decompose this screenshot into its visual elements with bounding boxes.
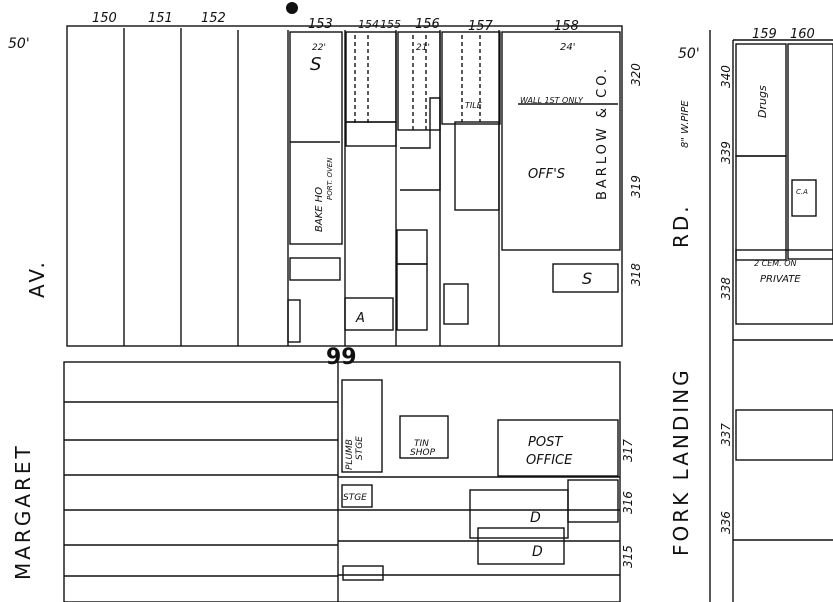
d-mark: D [530,510,541,526]
street-width-right: 50' [678,46,700,62]
plumbing-label: PLUMB [345,439,355,470]
dimension-22: 22' [312,43,326,53]
dimension-21: 21' [416,43,430,53]
lot-154: 154 [358,18,379,31]
block-number: 99 [326,345,357,370]
address-336: 336 [719,511,733,534]
street-fork-landing: FORK LANDING [669,367,693,556]
lot-155: 155 [380,18,401,31]
lot-153: 153 [308,17,333,32]
address-320: 320 [629,63,643,86]
barlow-label: BARLOW & CO. [595,66,610,200]
a-mark: A [355,311,365,326]
s-mark: S [310,54,321,75]
lot-159: 159 [752,27,777,42]
upper-buildings [287,31,621,343]
upper-block [66,25,623,347]
water-pipe-label: 8" W.PIPE [680,100,691,148]
storage-label-1: STGE [355,436,365,460]
lot-150: 150 [92,11,117,26]
tin-shop-label-2: SHOP [410,448,436,458]
street-margaret: MARGARET [11,443,35,580]
post-office-label-2: OFFICE [526,453,573,468]
lot-151: 151 [148,11,173,26]
street-rd: RD. [669,203,693,248]
storage-label-2: STGE [343,493,367,503]
lower-block [63,361,621,602]
oven-label: PORT. OVEN [326,157,334,200]
address-339: 339 [719,141,733,164]
drugs-label: Drugs [756,85,769,118]
address-338: 338 [719,277,733,300]
private-label: PRIVATE [760,274,801,285]
offices-label: OFF'S [528,167,565,182]
lot-156: 156 [415,17,440,32]
bake-house-label: BAKE HO [314,187,325,232]
tile-note: TILE [465,101,483,110]
address-337: 337 [719,423,733,446]
lot-157: 157 [468,19,494,34]
cement-label: 2 CEM. ON [754,259,797,268]
dimension-24: 24' [560,42,575,53]
address-319: 319 [629,175,643,198]
tin-shop-label-1: TIN [414,439,429,449]
street-width-left: 50' [8,36,30,52]
fire-alarm-marker [286,2,298,14]
wall-note: WALL 1ST ONLY [520,96,584,105]
lot-152: 152 [201,11,226,26]
width-labels: 50' 50' [8,36,700,62]
address-317: 317 [621,439,635,462]
lot-160: 160 [790,27,815,42]
street-left-av: AV. [25,259,49,298]
address-340: 340 [719,65,733,88]
lot-158: 158 [554,19,579,34]
address-numbers: 320 319 318 317 316 315 340 339 338 337 … [621,63,733,568]
s-mark-2: S [582,269,592,288]
lot-numbers: 150 151 152 153 154 155 156 157 158 159 … [92,11,815,42]
address-315: 315 [621,545,635,568]
address-318: 318 [629,263,643,286]
d-mark-2: D [532,544,543,560]
building-labels: BARLOW & CO. OFF'S WALL 1ST ONLY TILE BA… [310,42,808,560]
address-316: 316 [621,491,635,514]
post-office-label-1: POST [528,435,563,450]
street-names: AV. MARGARET RD. FORK LANDING [11,203,693,580]
right-strip [709,30,833,602]
ca-label: C.A [796,188,808,196]
